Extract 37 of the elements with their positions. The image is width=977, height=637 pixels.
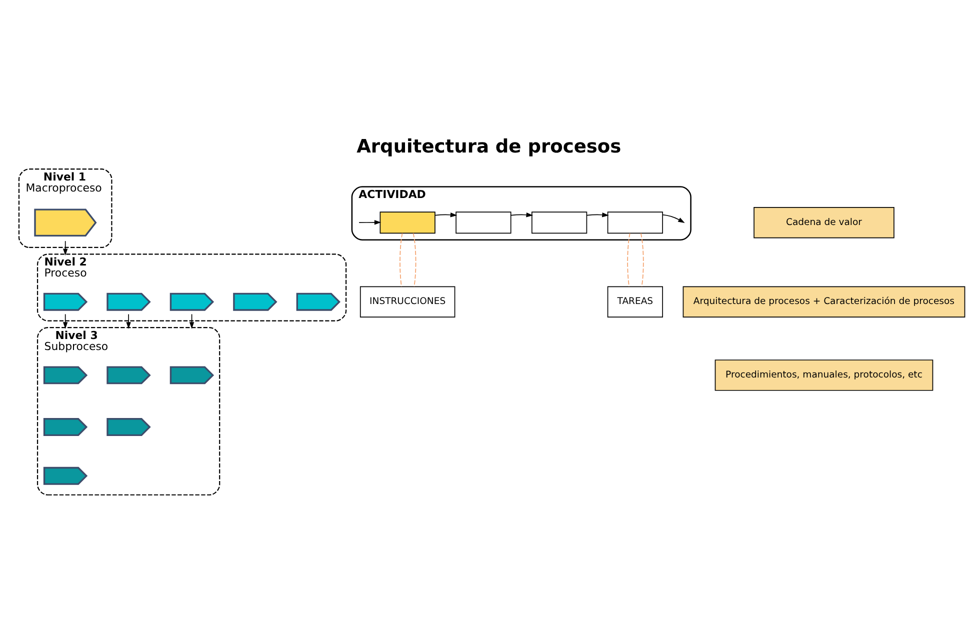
node-chevron — [43, 366, 88, 384]
cluster: Nivel 2 Proceso — [36, 254, 347, 322]
node-box — [607, 212, 663, 234]
node-chevron — [106, 366, 151, 384]
node-chevron — [170, 292, 214, 311]
node-chevron — [43, 292, 88, 311]
node-chevron — [170, 366, 214, 384]
arrow — [62, 314, 68, 329]
node-box: Cadena de valor — [754, 207, 894, 238]
node-chevron — [296, 292, 340, 311]
node-chevron — [106, 292, 151, 311]
node-chevron — [43, 418, 88, 436]
arrow — [62, 240, 68, 256]
cluster: Nivel 3 Subproceso — [36, 327, 220, 496]
arrow — [586, 212, 609, 218]
node-chevron — [34, 208, 97, 237]
arrow — [434, 212, 458, 218]
arrow — [126, 314, 131, 329]
node-box — [380, 212, 436, 234]
node-box — [456, 212, 512, 234]
connector — [640, 232, 644, 287]
node-box: TAREAS — [607, 286, 663, 318]
node-chevron — [106, 418, 151, 436]
arrow — [662, 214, 685, 224]
node-box: Arquitectura de procesos + Caracterización de procesos — [682, 286, 966, 318]
connector — [627, 232, 630, 287]
cluster: ACTIVIDAD — [351, 186, 692, 241]
node-box: INSTRUCCIONES — [360, 286, 456, 318]
node-chevron — [43, 466, 88, 485]
node-box — [531, 212, 588, 234]
connector — [412, 232, 416, 287]
connector — [400, 232, 403, 287]
arrow — [510, 212, 534, 218]
arrow — [358, 220, 382, 225]
diagram-title: Arquitectura de procesos — [356, 136, 622, 158]
node-chevron — [233, 292, 278, 311]
node-box: Procedimientos, manuales, protocolos, etc — [714, 360, 934, 391]
